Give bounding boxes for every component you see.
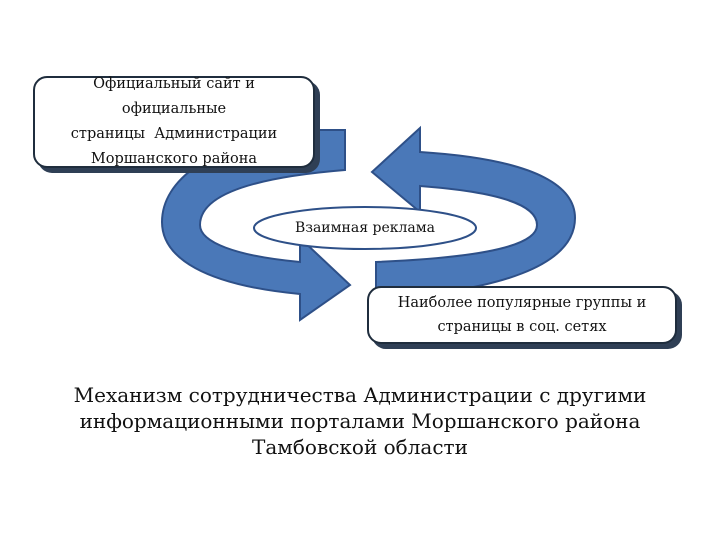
mutual-advertising-label: Взаимная реклама bbox=[295, 220, 435, 236]
social-groups-line-1: Наиболее популярные группы и bbox=[397, 295, 647, 311]
official-site-line-1: Официальный сайт и официальные bbox=[93, 76, 255, 117]
social-groups-box: Наиболее популярные группы и страницы в … bbox=[367, 286, 677, 344]
official-site-line-3: Моршанского района bbox=[90, 151, 258, 167]
caption-line-2: информационными порталами Моршанского ра… bbox=[79, 409, 641, 433]
official-site-box: Официальный сайт и официальные страницы … bbox=[33, 76, 315, 168]
center-ellipse bbox=[253, 206, 477, 250]
official-site-line-2: страницы Администрации bbox=[70, 126, 278, 142]
caption-line-3: Тамбовской области bbox=[252, 435, 468, 459]
slide-caption: Механизм сотрудничества Администрации с … bbox=[40, 382, 680, 460]
social-groups-line-2: страницы в соц. сетях bbox=[437, 319, 607, 335]
caption-line-1: Механизм сотрудничества Администрации с … bbox=[73, 383, 647, 407]
right-curved-arrow bbox=[370, 125, 577, 300]
cycle-diagram: Официальный сайт и официальные страницы … bbox=[33, 76, 677, 344]
cycle-arrows-graphic bbox=[160, 125, 577, 322]
left-curved-arrow bbox=[160, 129, 352, 322]
